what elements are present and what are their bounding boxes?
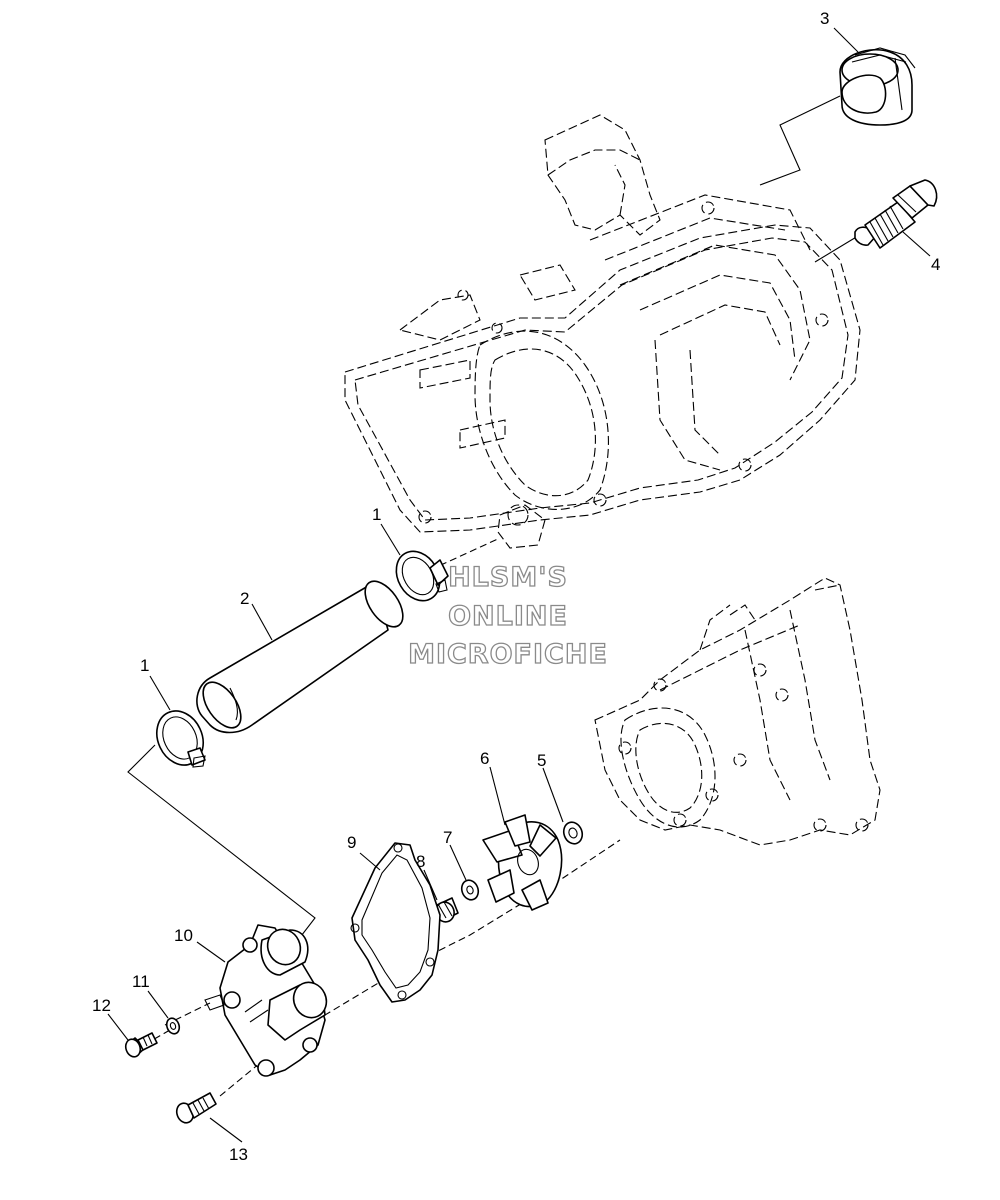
impeller xyxy=(482,814,563,911)
washer xyxy=(460,879,480,901)
callout-11: 11 xyxy=(132,972,150,991)
watermark-line2: ONLINE xyxy=(447,601,568,632)
water-pump-cover xyxy=(204,924,328,1077)
coolant-hose xyxy=(196,580,404,734)
bolt-washer xyxy=(165,1017,181,1035)
callout-2: 2 xyxy=(240,589,250,608)
callout-7: 7 xyxy=(443,828,453,847)
callout-3: 3 xyxy=(820,9,830,28)
callout-12: 12 xyxy=(92,996,111,1015)
callout-5: 5 xyxy=(537,751,547,770)
temperature-sensor xyxy=(854,179,938,249)
callout-13: 13 xyxy=(229,1145,248,1164)
short-bolt xyxy=(124,1032,158,1058)
callout-leaders xyxy=(107,27,931,1143)
crankcase-outline xyxy=(594,577,881,846)
thermostat-cap xyxy=(839,47,916,126)
pump-gasket xyxy=(350,842,441,1003)
leader-lines xyxy=(127,95,859,1097)
callout-10: 10 xyxy=(174,926,193,945)
long-bolt xyxy=(175,1092,217,1124)
watermark-line1: HLSM'S xyxy=(447,562,568,593)
callout-8: 8 xyxy=(416,852,426,871)
watermark-line3: MICROFICHE xyxy=(407,639,608,670)
callout-1-lower: 1 xyxy=(140,656,150,675)
drain-plug xyxy=(435,897,459,923)
callout-1-upper: 1 xyxy=(372,505,382,524)
cylinder-head-outline xyxy=(344,114,861,549)
seal xyxy=(562,821,584,845)
callout-6: 6 xyxy=(480,749,490,768)
hose-clamp-upper xyxy=(395,550,449,602)
callout-4: 4 xyxy=(931,255,941,274)
hose-clamp-lower xyxy=(156,710,206,768)
callout-9: 9 xyxy=(347,833,357,852)
